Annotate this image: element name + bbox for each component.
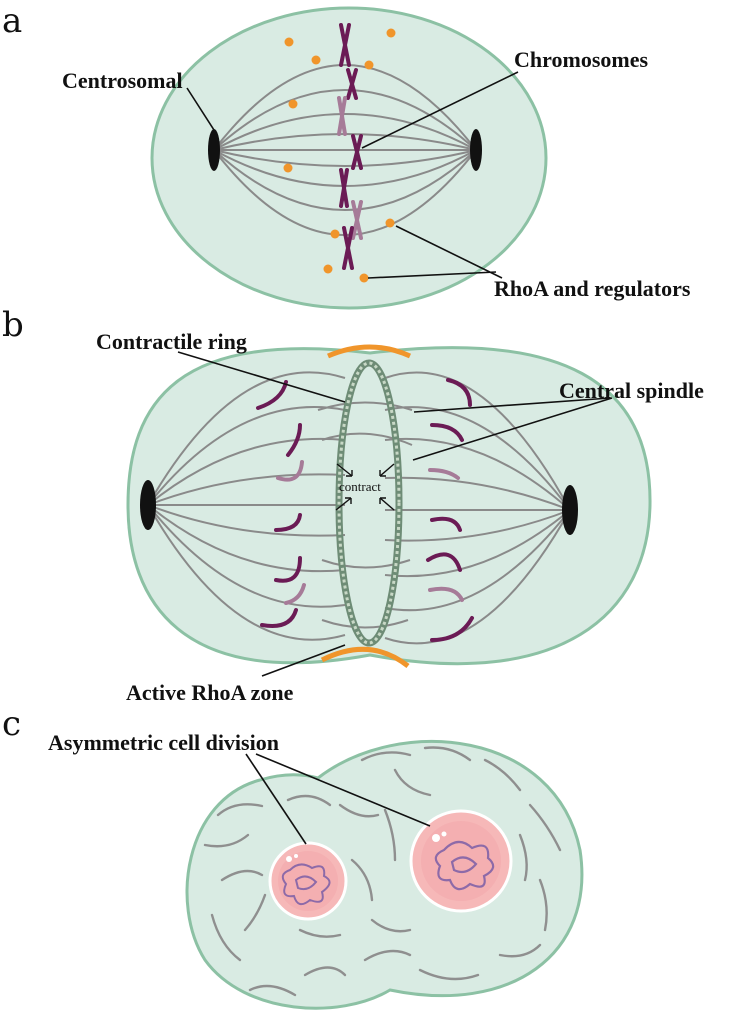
label-rhoa-regulators: RhoA and regulators [494,276,691,301]
leader-central-spindle-1 [413,397,611,413]
rhoa-dots-a [283,28,396,283]
chromosomes-b-left [256,380,306,628]
panel-b: b [2,305,704,705]
cytoskeleton-fibers-c [203,746,562,997]
label-centrosomal: Centrosomal [62,68,183,93]
leader-asymmetric-2 [255,753,431,827]
label-contract: contract [339,479,381,494]
nucleus-large [409,809,513,913]
leader-central-spindle-2 [412,397,613,461]
rhoa-zone-top [327,344,412,359]
centrosome-right-b [562,485,578,535]
rhoa-zone-bottom [320,646,410,668]
panel-a-letter: a [2,1,22,41]
panel-a: a [2,1,691,310]
label-contractile-ring: Contractile ring [96,329,247,354]
centrosome-left-a [208,129,220,171]
spindle-fibers-b [147,371,571,645]
centrosome-right-a [470,129,482,171]
label-active-rhoa-zone: Active RhoA zone [126,680,294,705]
contract-arrows [335,463,395,511]
leader-rhoa-1 [395,225,503,279]
label-central-spindle: Central spindle [559,378,704,403]
leader-rhoa-2 [367,271,497,279]
cell-a [150,6,548,310]
leader-chromosomes [361,71,519,149]
chromosomes-b-right [426,378,474,642]
label-asymmetric-cell-division: Asymmetric cell division [48,730,279,755]
chromosomes-a [337,23,363,270]
leader-contractile-ring [177,351,346,403]
panel-c-letter: c [2,704,21,744]
panel-c: c [2,704,584,1010]
contractile-ring-beads [337,361,401,645]
centrosome-left-b [140,480,156,530]
cell-c [185,740,584,1010]
panel-b-letter: b [2,305,24,345]
label-chromosomes: Chromosomes [514,47,648,72]
spindle-fibers-a [213,64,477,236]
leader-centrosomal [186,87,215,131]
nucleus-small [268,841,348,921]
leader-asymmetric-1 [245,753,307,845]
leader-active-rhoa [261,644,346,677]
